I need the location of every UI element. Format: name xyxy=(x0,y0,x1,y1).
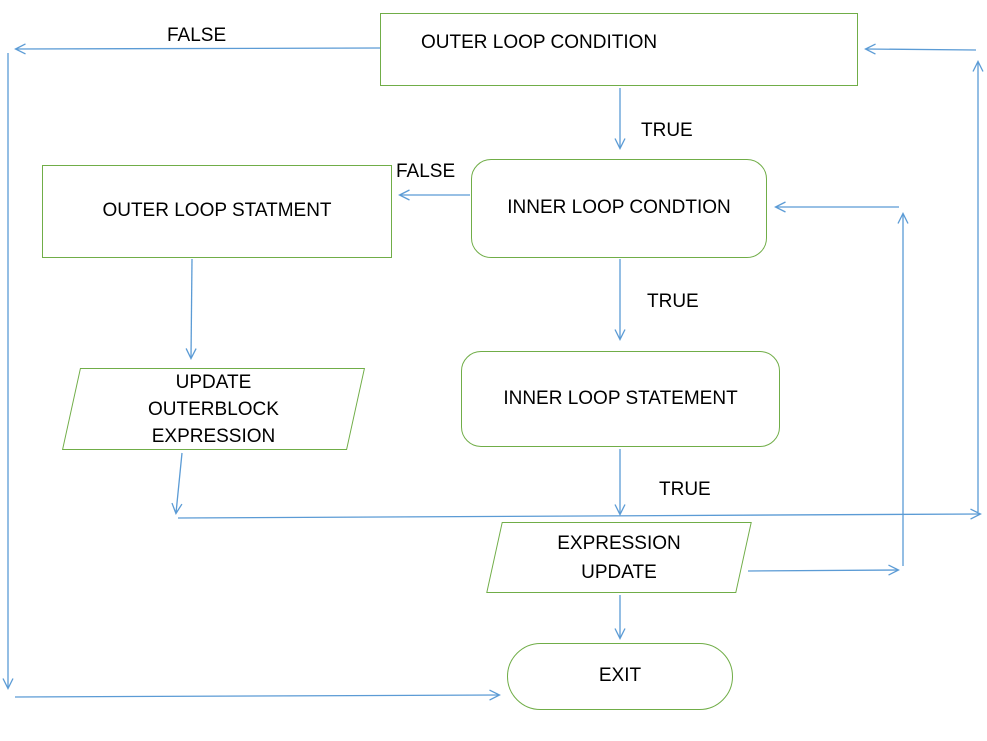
edge-label-outer-false: FALSE xyxy=(167,25,227,46)
edge-update-outerblock-down xyxy=(171,452,183,515)
edge-label-inner-true: TRUE xyxy=(647,291,699,312)
node-outer-loop-statement: OUTER LOOP STATMENT xyxy=(42,165,392,258)
node-expression-update-label: EXPRESSION UPDATE xyxy=(557,532,681,583)
node-exit-label: EXIT xyxy=(598,665,642,687)
edge-label-outer-true: TRUE xyxy=(641,120,693,141)
node-outer-loop-statement-label: OUTER LOOP STATMENT xyxy=(102,200,332,222)
node-inner-loop-condition-label: INNER LOOP CONDTION xyxy=(507,197,731,219)
edge-into-outer-condition xyxy=(864,43,977,55)
node-update-outerblock-expression: UPDATE OUTERBLOCK EXPRESSION xyxy=(61,368,366,450)
edge-outer-statement-down xyxy=(185,258,197,360)
node-expression-update: EXPRESSION UPDATE xyxy=(486,522,752,593)
node-inner-loop-statement: INNER LOOP STATEMENT xyxy=(461,351,780,447)
node-update-outerblock-expression-label: UPDATE OUTERBLOCK EXPRESSION xyxy=(148,371,279,447)
node-inner-loop-condition: INNER LOOP CONDTION xyxy=(471,159,767,258)
edge-expression-update-right xyxy=(747,564,900,576)
edge-left-to-exit xyxy=(14,689,501,701)
edge-label-statement-true: TRUE xyxy=(659,479,711,500)
node-inner-loop-statement-label: INNER LOOP STATEMENT xyxy=(503,387,738,409)
node-outer-loop-condition: OUTER LOOP CONDITION xyxy=(380,13,858,86)
node-outer-loop-condition-label: OUTER LOOP CONDITION xyxy=(421,32,658,54)
edge-outer-condition-false xyxy=(14,43,381,55)
edge-true-long-right xyxy=(177,508,982,520)
node-exit: EXIT xyxy=(507,643,733,710)
edge-label-inner-false: FALSE xyxy=(396,161,456,182)
